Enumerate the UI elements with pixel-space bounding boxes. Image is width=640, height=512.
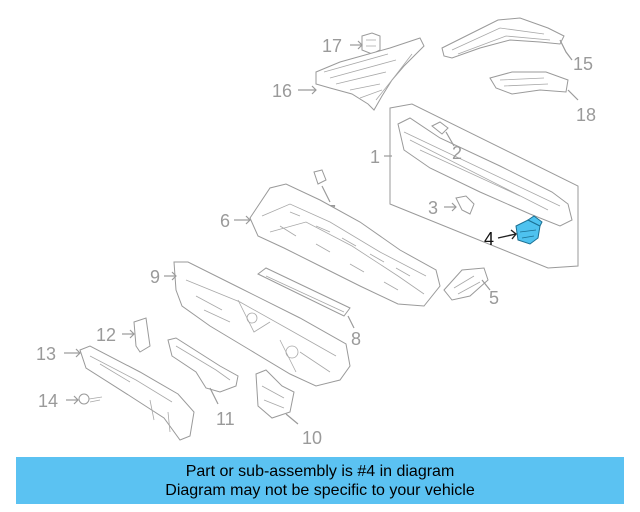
- banner-line-2: Diagram may not be specific to your vehi…: [165, 481, 475, 499]
- callout-16: 16: [272, 81, 292, 101]
- callout-10: 10: [302, 428, 322, 448]
- leader-5: [481, 279, 491, 291]
- part-10-bracket: [255, 369, 295, 419]
- part-4-highlighted: [515, 215, 543, 245]
- part-8-reinforcement: [257, 267, 351, 317]
- callout-5: 5: [489, 288, 499, 308]
- callout-15: 15: [573, 54, 593, 74]
- leader-4: [497, 233, 517, 239]
- part-17-clip: [361, 32, 381, 55]
- part-18-bracket: [489, 71, 569, 95]
- part-2-clip: [431, 121, 449, 135]
- leader-10: [285, 413, 299, 425]
- callout-18: 18: [576, 105, 596, 125]
- callout-1: 1: [370, 147, 380, 167]
- callout-13: 13: [36, 344, 56, 364]
- callout-6: 6: [220, 211, 230, 231]
- leader-15: [559, 39, 573, 61]
- callout-12: 12: [96, 325, 116, 345]
- callout-3: 3: [428, 198, 438, 218]
- callout-8: 8: [351, 329, 361, 349]
- part-14-bolt: [78, 393, 103, 405]
- part-5-bracket: [443, 267, 489, 301]
- part-7-clip: [313, 169, 327, 185]
- leader-18: [567, 89, 579, 101]
- part-11-bracket: [167, 337, 239, 393]
- callout-17: 17: [322, 36, 342, 56]
- callout-9: 9: [150, 267, 160, 287]
- info-banner: Part or sub-assembly is #4 in diagram Di…: [16, 457, 624, 504]
- part-16-cowl-extension: [315, 37, 425, 111]
- part-9-dash-panel-lower: [173, 261, 351, 387]
- part-15-cowl-extension: [441, 17, 565, 59]
- callout-14: 14: [38, 391, 58, 411]
- leader-7: [321, 185, 331, 203]
- leader-2: [445, 131, 455, 147]
- part-6-dash-panel-upper: [249, 183, 441, 307]
- part-3-bracket: [455, 195, 475, 215]
- banner-line-1: Part or sub-assembly is #4 in diagram: [185, 462, 455, 480]
- leader-11: [209, 387, 219, 405]
- part-13-side-reinforcement: [79, 345, 195, 441]
- callout-11: 11: [216, 409, 235, 429]
- leader-8: [347, 315, 355, 329]
- part-12-plate: [133, 317, 151, 353]
- callout-4: 4: [484, 229, 494, 249]
- callout-2: 2: [452, 143, 462, 163]
